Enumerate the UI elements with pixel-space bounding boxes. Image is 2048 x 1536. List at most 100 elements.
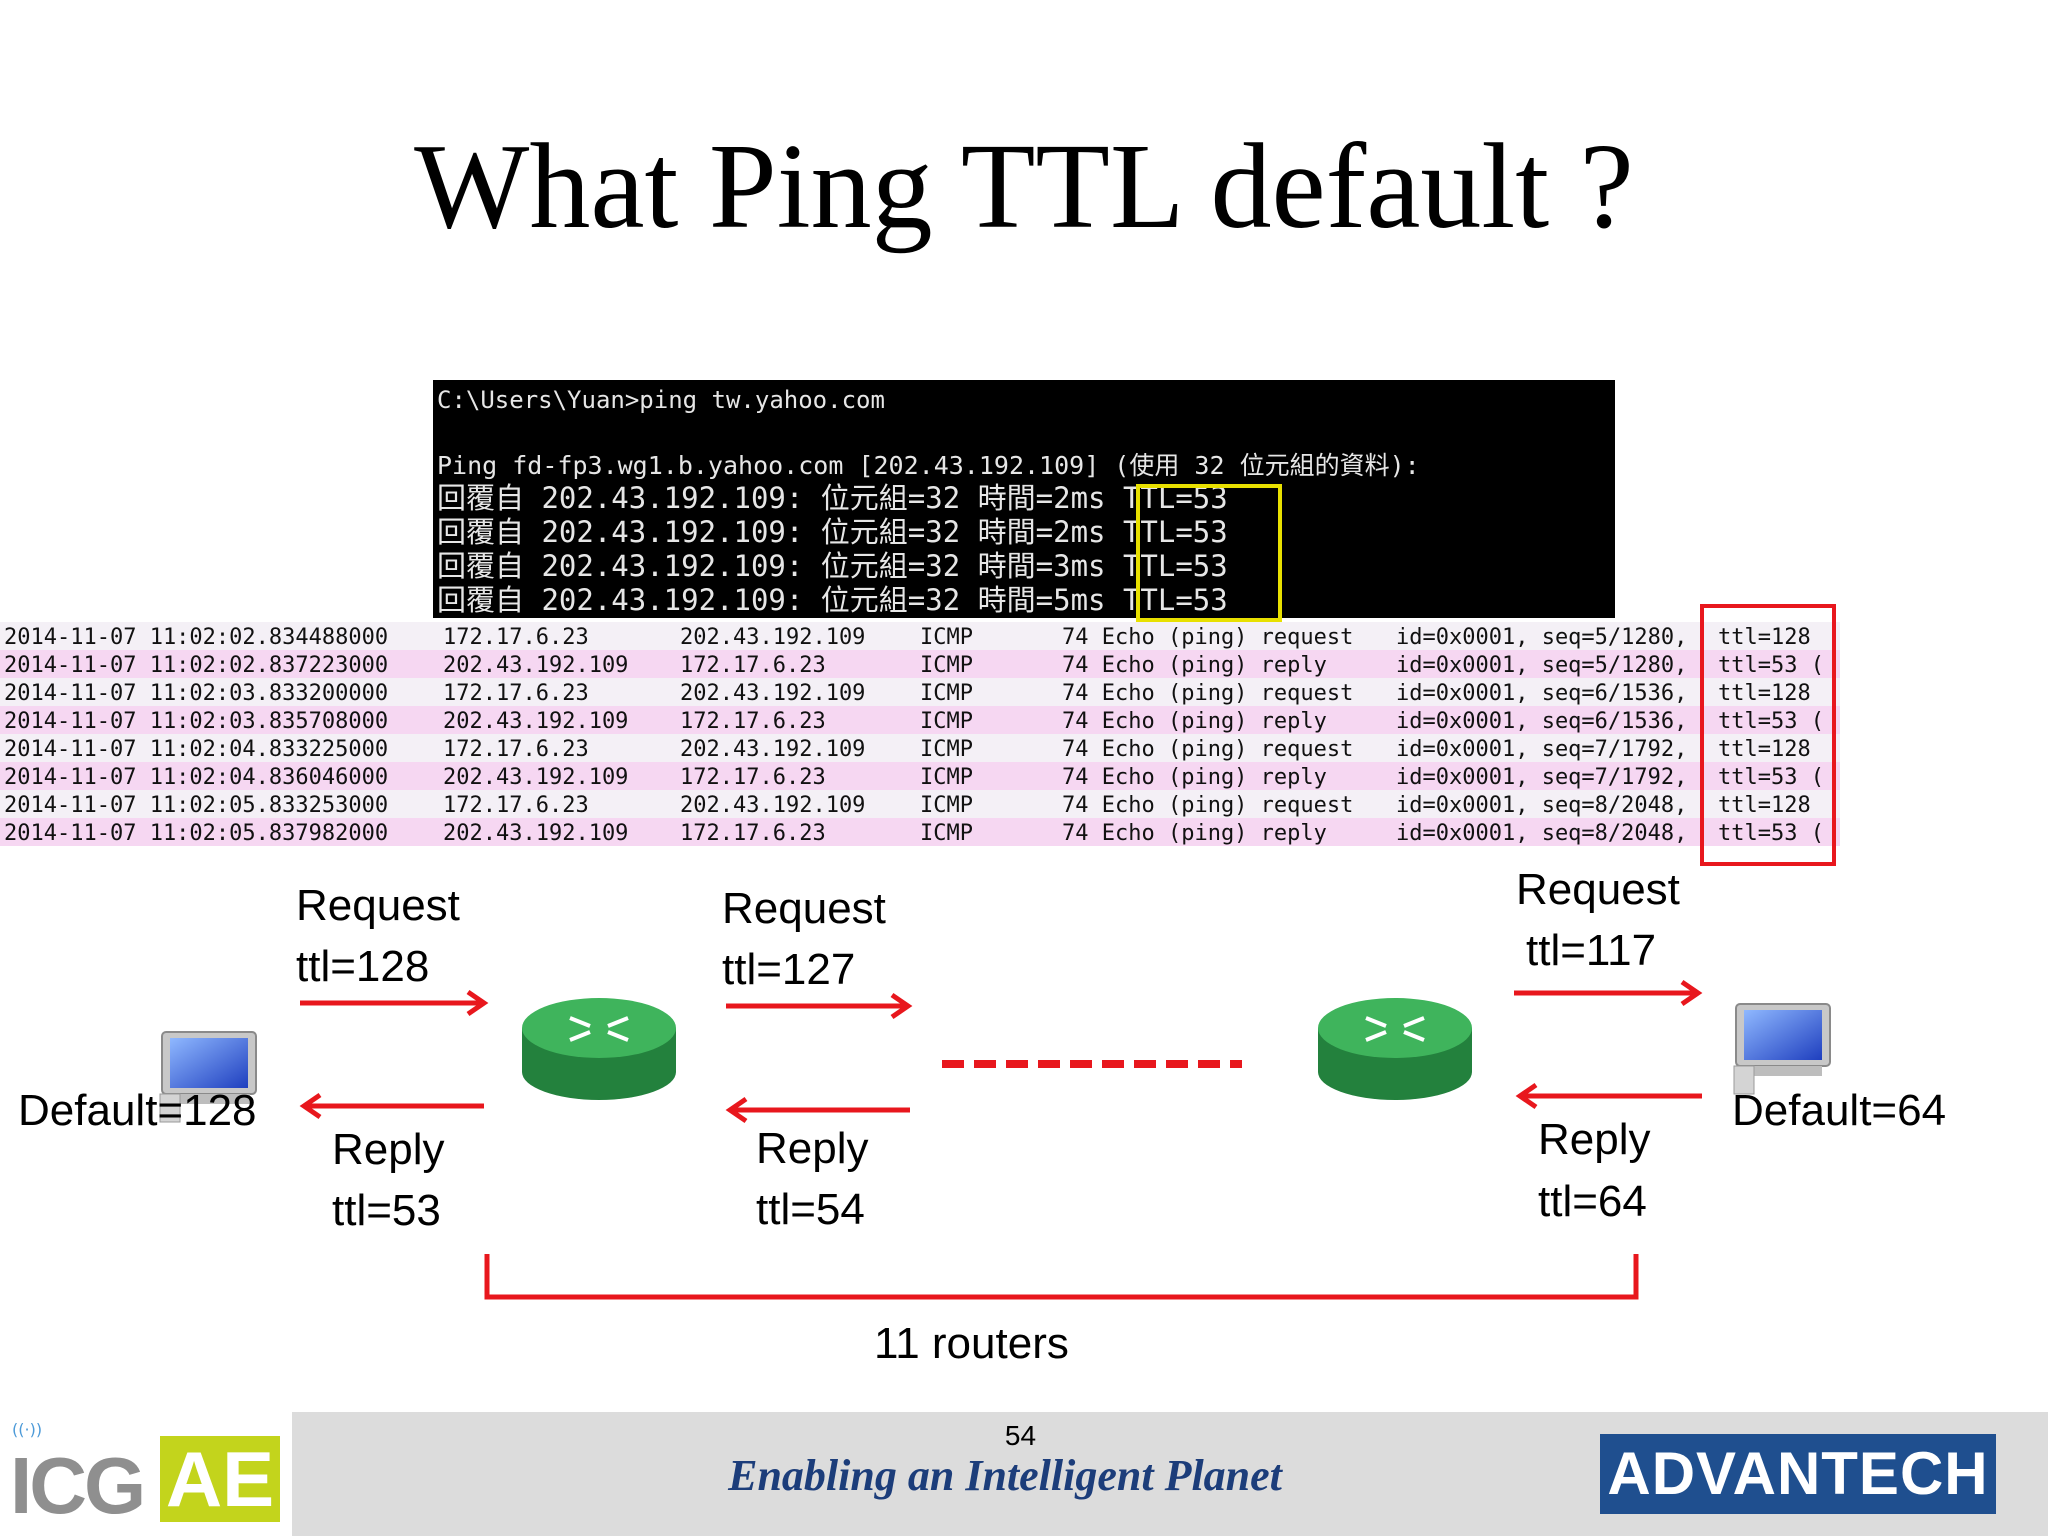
table-row: 2014-11-07 11:02:03.835708000 202.43.192… [0,706,1840,734]
cell-time: 2014-11-07 11:02:02.834488000 [4,625,389,650]
left-default-label: Default=128 [18,1086,257,1135]
cell-source: 172.17.6.23 [443,737,589,762]
cell-destination: 202.43.192.109 [680,737,866,762]
cell-info: 74 Echo (ping) reply [1062,653,1327,678]
cell-ttl: ttl=53 ( [1718,765,1824,790]
reply-label: Reply [332,1125,445,1174]
cell-source: 202.43.192.109 [443,821,629,846]
cell-time: 2014-11-07 11:02:03.833200000 [4,681,389,706]
cell-seq: id=0x0001, seq=5/1280, [1396,653,1688,678]
cell-destination: 202.43.192.109 [680,681,866,706]
cell-seq: id=0x0001, seq=7/1792, [1396,737,1688,762]
cell-seq: id=0x0001, seq=5/1280, [1396,625,1688,650]
cell-ttl: ttl=53 ( [1718,709,1824,734]
cell-source: 172.17.6.23 [443,625,589,650]
table-row: 2014-11-07 11:02:02.837223000 202.43.192… [0,650,1840,678]
cell-source: 172.17.6.23 [443,681,589,706]
routers-count-label: 11 routers [874,1319,1069,1368]
request-ttl-label: ttl=128 [296,942,430,991]
cell-time: 2014-11-07 11:02:03.835708000 [4,709,389,734]
console-reply-line: 回覆自 202.43.192.109: 位元組=32 時間=2ms TTL=53 [437,481,1228,515]
ttl-column-highlight-box [1700,604,1836,866]
routers-bracket [484,1254,1639,1300]
computer-icon [159,1031,257,1123]
cell-protocol: ICMP [920,737,973,762]
reply-ttl-label: ttl=54 [756,1185,865,1234]
console-reply-line: 回覆自 202.43.192.109: 位元組=32 時間=2ms TTL=53 [437,515,1228,549]
right-default-label: Default=64 [1732,1086,1947,1135]
cell-ttl: ttl=128 [1718,793,1811,818]
cell-seq: id=0x0001, seq=6/1536, [1396,709,1688,734]
advantech-logo: ADVANTECH [1600,1434,1996,1514]
cell-info: 74 Echo (ping) request [1062,681,1354,706]
cell-protocol: ICMP [920,821,973,846]
cell-time: 2014-11-07 11:02:04.836046000 [4,765,389,790]
cell-protocol: ICMP [920,709,973,734]
cell-source: 202.43.192.109 [443,765,629,790]
cell-source: 202.43.192.109 [443,653,629,678]
cell-info: 74 Echo (ping) reply [1062,709,1327,734]
ae-logo-text: AE [160,1436,280,1522]
table-row: 2014-11-07 11:02:04.833225000 172.17.6.2… [0,734,1840,762]
request-arrow-3 [1514,979,1703,1007]
computer-icon [1733,1003,1831,1095]
cell-protocol: ICMP [920,765,973,790]
console-window: C:\Users\Yuan>ping tw.yahoo.com Ping fd-… [433,380,1615,618]
slide-title: What Ping TTL default ? [414,119,1634,254]
cell-seq: id=0x0001, seq=7/1792, [1396,765,1688,790]
reply-label: Reply [756,1124,869,1173]
console-ttl-highlight-box [1136,484,1282,622]
icg-logo-text: ICG [10,1441,146,1530]
cell-destination: 172.17.6.23 [680,821,826,846]
request-label: Request [722,884,886,933]
cell-destination: 172.17.6.23 [680,765,826,790]
cell-ttl: ttl=128 [1718,737,1811,762]
request-label: Request [296,881,460,930]
cell-seq: id=0x0001, seq=8/2048, [1396,793,1688,818]
console-reply-line: 回覆自 202.43.192.109: 位元組=32 時間=3ms TTL=53 [437,549,1228,583]
packet-capture-table: 2014-11-07 11:02:02.834488000 172.17.6.2… [0,622,1840,848]
table-row: 2014-11-07 11:02:04.836046000 202.43.192… [0,762,1840,790]
cell-time: 2014-11-07 11:02:02.837223000 [4,653,389,678]
reply-ttl-label: ttl=53 [332,1186,441,1235]
console-command-line: C:\Users\Yuan>ping tw.yahoo.com [437,386,885,414]
cell-info: 74 Echo (ping) request [1062,625,1354,650]
cell-destination: 202.43.192.109 [680,625,866,650]
cell-source: 202.43.192.109 [443,709,629,734]
cell-protocol: ICMP [920,653,973,678]
cell-seq: id=0x0001, seq=6/1536, [1396,681,1688,706]
table-row: 2014-11-07 11:02:03.833200000 172.17.6.2… [0,678,1840,706]
request-arrow-2 [726,992,913,1020]
reply-arrow-1 [299,1092,484,1120]
table-row: 2014-11-07 11:02:02.834488000 172.17.6.2… [0,622,1840,650]
cell-destination: 172.17.6.23 [680,653,826,678]
router-icon [1318,998,1472,1100]
request-arrow-1 [300,989,489,1017]
cell-protocol: ICMP [920,793,973,818]
console-ping-line: Ping fd-fp3.wg1.b.yahoo.com [202.43.192.… [437,451,1420,480]
footer-slogan: Enabling an Intelligent Planet [728,1451,1282,1500]
cell-info: 74 Echo (ping) reply [1062,765,1327,790]
table-row: 2014-11-07 11:02:05.837982000 202.43.192… [0,818,1840,846]
cell-time: 2014-11-07 11:02:05.833253000 [4,793,389,818]
request-ttl-label: ttl=117 [1526,926,1657,975]
table-row: 2014-11-07 11:02:05.833253000 172.17.6.2… [0,790,1840,818]
cell-protocol: ICMP [920,681,973,706]
request-ttl-label: ttl=127 [722,945,856,994]
cell-protocol: ICMP [920,625,973,650]
cell-destination: 172.17.6.23 [680,709,826,734]
cell-info: 74 Echo (ping) reply [1062,821,1327,846]
wireless-icon: ((·)) [12,1420,43,1439]
console-reply-line: 回覆自 202.43.192.109: 位元組=32 時間=5ms TTL=53 [437,583,1228,617]
cell-info: 74 Echo (ping) request [1062,793,1354,818]
reply-ttl-label: ttl=64 [1538,1177,1647,1226]
cell-ttl: ttl=53 ( [1718,653,1824,678]
cell-time: 2014-11-07 11:02:05.837982000 [4,821,389,846]
cell-seq: id=0x0001, seq=8/2048, [1396,821,1688,846]
reply-arrow-3 [1515,1082,1702,1110]
cell-ttl: ttl=53 ( [1718,821,1824,846]
reply-arrow-2 [725,1096,910,1124]
cell-time: 2014-11-07 11:02:04.833225000 [4,737,389,762]
cell-destination: 202.43.192.109 [680,793,866,818]
